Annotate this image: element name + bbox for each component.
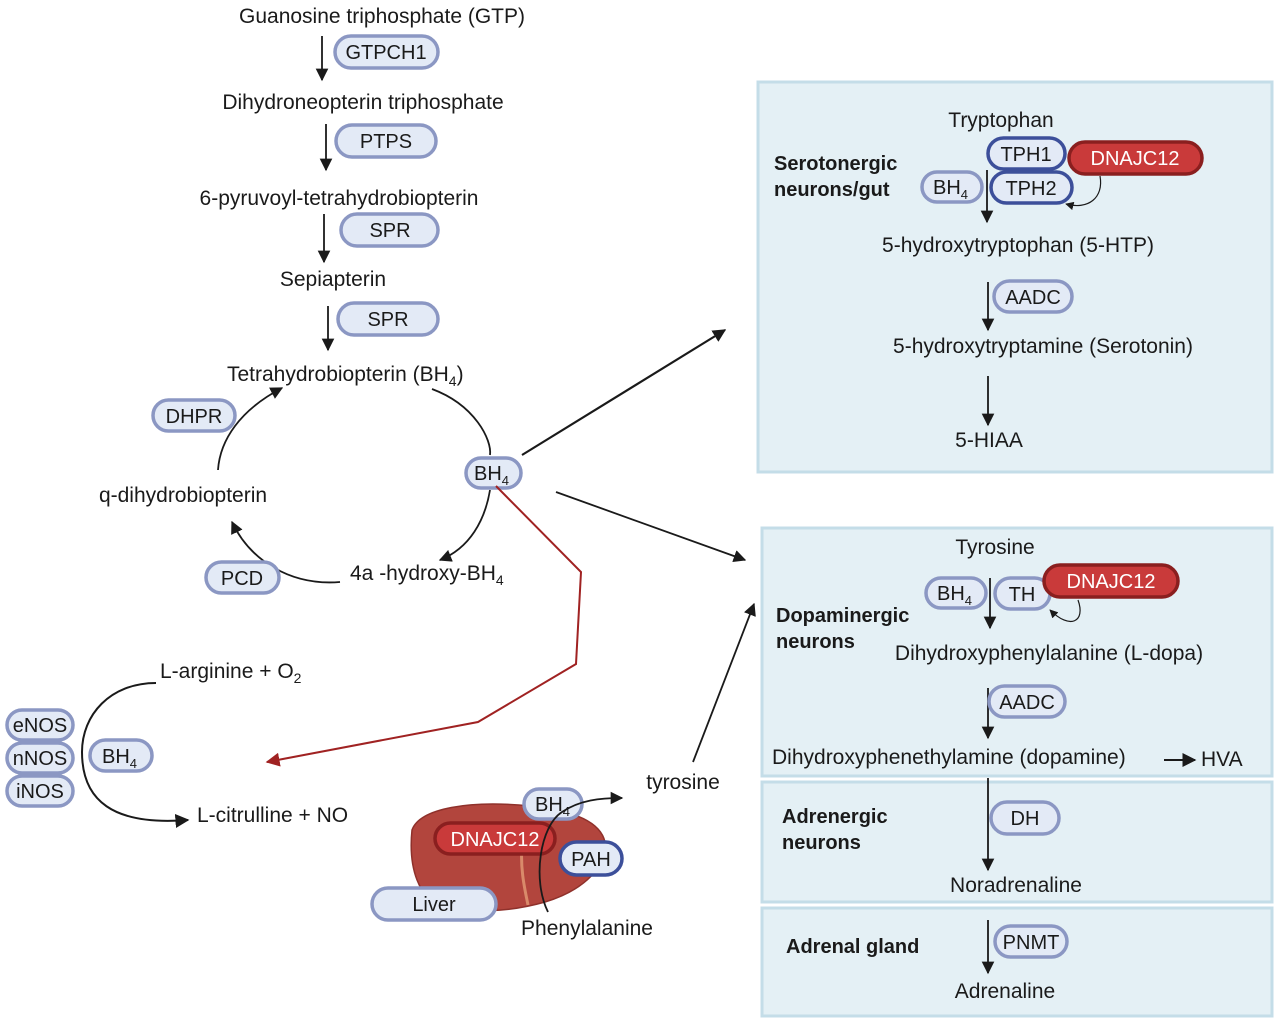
adrenal-title: Adrenal gland	[786, 936, 919, 958]
serotonin-dnajc12-pill	[1067, 140, 1204, 176]
red-arrow-to-nos	[265, 485, 583, 767]
adrenergic-title-2: neurons	[782, 832, 861, 854]
serotonin-bh4-label: BH4	[933, 177, 968, 202]
ldopa-label: Dihydroxyphenylalanine (L-dopa)	[895, 642, 1203, 665]
hiaa-label: 5-HIAA	[955, 429, 1023, 452]
gtp-label: Guanosine triphosphate (GTP)	[239, 5, 525, 28]
nnos-label: nNOS	[13, 748, 67, 770]
ptps-label: PTPS	[360, 131, 412, 153]
gtpch1-pill	[333, 34, 440, 70]
liver-dnajc12-pill	[433, 821, 557, 856]
cycle-arrow-dhpr	[217, 387, 284, 471]
dopamine-bh4-pill	[924, 576, 988, 610]
cycle-arc-top	[431, 388, 491, 456]
arrow-to-dopamine	[555, 491, 747, 563]
enos-label: eNOS	[13, 715, 67, 737]
inos-label: iNOS	[16, 781, 64, 803]
nos-bh4-pill	[88, 738, 154, 773]
dopamine-panel	[760, 526, 1274, 778]
pyruvoyl-label: 6-pyruvoyl-tetrahydrobiopterin	[200, 187, 479, 210]
dopamine-title-2: neurons	[776, 631, 855, 653]
hva-label: HVA	[1201, 748, 1243, 771]
liver-pah-arrow	[538, 791, 624, 913]
gtpch1-label: GTPCH1	[345, 42, 426, 64]
th-label: TH	[1009, 584, 1036, 606]
pnmt-label: PNMT	[1003, 932, 1060, 954]
serotonin-label: 5-hydroxytryptamine (Serotonin)	[893, 335, 1193, 358]
dh-pill	[989, 800, 1061, 836]
adrenaline-label: Adrenaline	[955, 980, 1055, 1003]
pah-label: PAH	[571, 849, 611, 871]
spr1-pill	[339, 212, 440, 248]
pah-pill	[558, 840, 624, 877]
liver-label: Liver	[412, 894, 456, 916]
dopamine-aadc-pill	[987, 684, 1067, 719]
bh4-node-pill	[464, 456, 523, 490]
cycle-arrow-hydroxy	[438, 489, 491, 562]
adrenal-panel	[760, 906, 1274, 1018]
tph1-label: TPH1	[1000, 144, 1051, 166]
serotonin-aadc-label: AADC	[1005, 287, 1061, 309]
adrenergic-title-1: Adrenergic	[782, 806, 888, 828]
serotonin-dnajc12-arrow	[1065, 175, 1102, 211]
noradrenaline-label: Noradrenaline	[950, 874, 1082, 897]
serotonin-dnajc12-label: DNAJC12	[1091, 148, 1180, 170]
dhpr-pill	[151, 398, 237, 433]
tph2-pill	[989, 170, 1074, 205]
dopamine-label: Dihydroxyphenethylamine (dopamine)	[772, 746, 1126, 769]
nnos-pill	[5, 741, 75, 775]
nos-bh4-label: BH4	[102, 746, 137, 771]
tyrosine-liver-label: tyrosine	[646, 771, 720, 794]
dopamine-dnajc12-arrow	[1049, 599, 1081, 622]
qdihydro-label: q-dihydrobiopterin	[99, 484, 267, 507]
spr2-label: SPR	[367, 309, 408, 331]
tph1-pill	[986, 136, 1067, 171]
liver-label-pill	[370, 886, 498, 922]
dh-label: DH	[1011, 808, 1040, 830]
tyrosine-to-dopamine-arrow	[692, 602, 756, 763]
citrulline-label: L-citrulline + NO	[197, 804, 348, 827]
hydroxy-label: 4a -hydroxy-BH4	[350, 562, 504, 588]
liver-dnajc12-label: DNAJC12	[451, 829, 540, 851]
arrow-to-serotonin	[521, 329, 727, 456]
ptps-pill	[334, 123, 438, 159]
serotonin-title-2: neurons/gut	[774, 179, 890, 201]
inos-pill	[5, 774, 75, 808]
dopamine-aadc-label: AADC	[999, 692, 1055, 714]
pnmt-pill	[993, 924, 1069, 959]
serotonin-bh4-pill	[920, 170, 984, 204]
phenylalanine-label: Phenylalanine	[521, 917, 653, 940]
spr2-pill	[336, 301, 440, 337]
tyrosine-panel-label: Tyrosine	[955, 536, 1034, 559]
tph2-label: TPH2	[1005, 178, 1056, 200]
dopamine-title-1: Dopaminergic	[776, 605, 909, 627]
serotonin-aadc-pill	[992, 279, 1074, 314]
pcd-pill	[204, 560, 281, 595]
nos-arc	[80, 682, 190, 828]
bh4-node-label: BH4	[474, 463, 509, 488]
serotonin-title-1: Serotonergic	[774, 153, 897, 175]
sepiapterin-label: Sepiapterin	[280, 268, 386, 291]
pcd-label: PCD	[221, 568, 263, 590]
liver-bh4-label: BH4	[535, 794, 570, 819]
dhnp-label: Dihydroneopterin triphosphate	[222, 91, 503, 114]
htp-label: 5-hydroxytryptophan (5-HTP)	[882, 234, 1154, 257]
bh4-main-label: Tetrahydrobiopterin (BH4)	[227, 363, 464, 389]
arginine-label: L-arginine + O2	[160, 660, 302, 686]
liver-bh4-pill	[522, 787, 584, 821]
enos-pill	[5, 708, 75, 742]
tryptophan-label: Tryptophan	[948, 109, 1053, 132]
dopamine-bh4-label: BH4	[937, 583, 972, 608]
dopamine-dnajc12-pill	[1042, 563, 1180, 599]
spr1-label: SPR	[369, 220, 410, 242]
dopamine-dnajc12-label: DNAJC12	[1067, 571, 1156, 593]
dhpr-label: DHPR	[166, 406, 223, 428]
